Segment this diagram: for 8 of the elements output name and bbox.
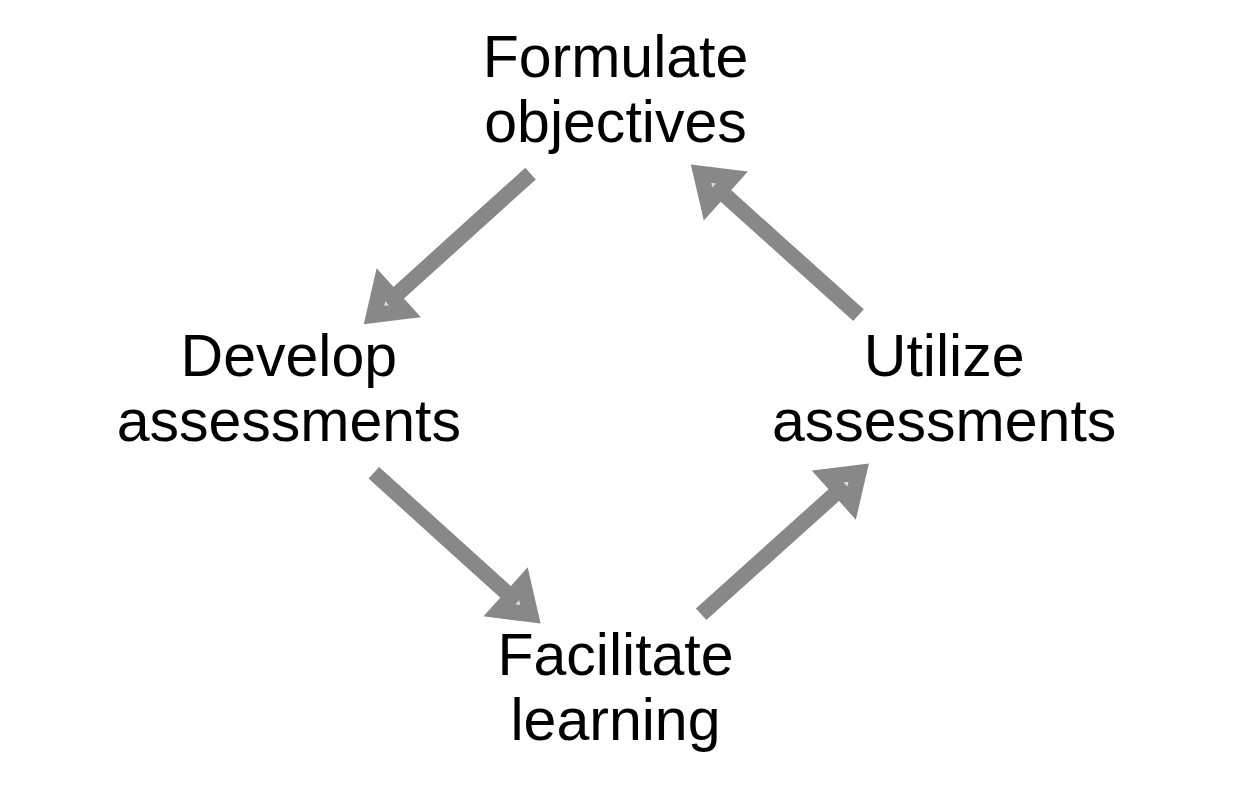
- node-text: Develop assessments: [116, 323, 462, 455]
- arrow: [695, 463, 869, 621]
- arrow: [363, 167, 536, 325]
- node-text: Utilize assessments: [771, 323, 1117, 455]
- arrow: [368, 466, 541, 624]
- node-text: Facilitate learning: [497, 622, 734, 754]
- arrow: [690, 164, 864, 321]
- node-text: Formulate objectives: [482, 24, 749, 156]
